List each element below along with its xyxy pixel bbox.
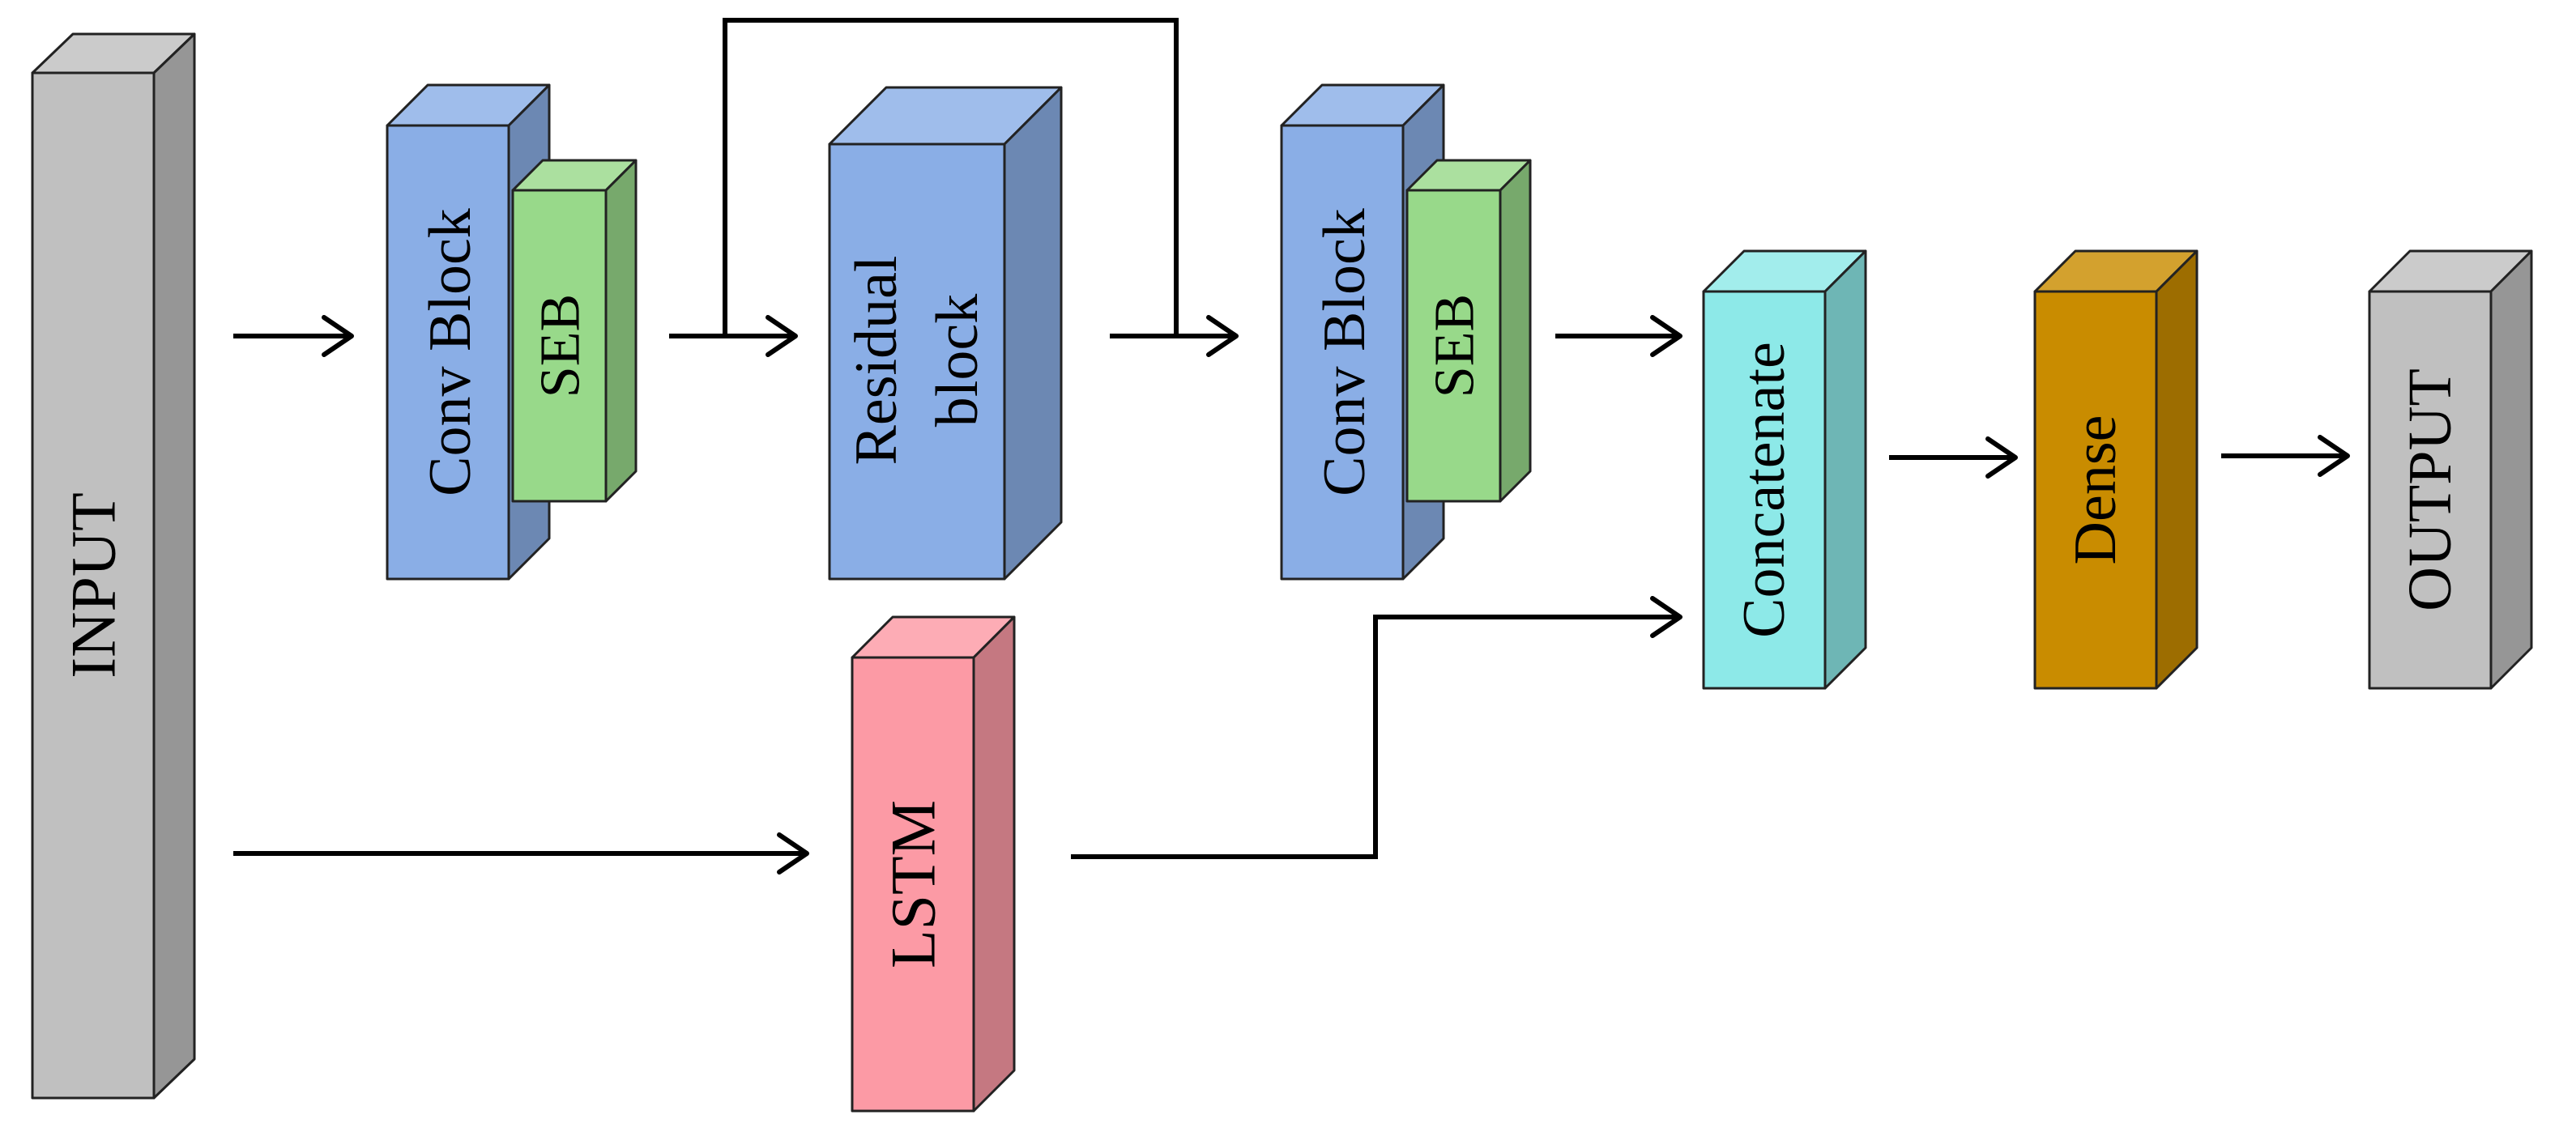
residual-block-front: [828, 143, 1006, 581]
residual-block-side: [1003, 86, 1063, 581]
output-block-side: [2489, 249, 2533, 690]
dense-label: Dense: [2062, 415, 2129, 565]
concatenate-block: Concatenate: [1702, 249, 1867, 690]
seb-block-2-label: SEB: [1424, 294, 1486, 398]
arrow-dense-to-output: [2221, 435, 2350, 477]
input-block: INPUT: [31, 32, 196, 1100]
arrow-conv1-to-residual: [669, 315, 798, 357]
dense-block-side: [2155, 249, 2199, 690]
residual-block: Residual block: [828, 86, 1063, 581]
arrow-residual-to-conv2: [1110, 315, 1239, 357]
conv-block-1-front: [386, 124, 510, 581]
conv-block-2-front: [1280, 124, 1405, 581]
arrow-conv2-to-concat: [1555, 315, 1683, 357]
output-block: OUTPUT: [2368, 249, 2533, 690]
input-block-side: [152, 32, 196, 1100]
arrow-input-to-lstm: [233, 832, 809, 875]
conv-block-2-label: Conv Block: [1311, 208, 1378, 496]
seb-block-2: SEB: [1405, 159, 1532, 503]
concatenate-block-side: [1823, 249, 1867, 690]
dense-block-front: [2033, 290, 2158, 690]
arrow-lstm-to-concat: [1071, 596, 1683, 859]
output-label: OUTPUT: [2396, 368, 2464, 611]
concatenate-block-front: [1702, 290, 1827, 690]
seb-block-2-side: [1499, 159, 1532, 503]
dense-block: Dense: [2033, 249, 2199, 690]
output-block-front: [2368, 290, 2493, 690]
concatenate-label: Concatenate: [1731, 342, 1798, 638]
residual-block-label-line1: Residual: [843, 256, 910, 466]
lstm-label: LSTM: [878, 800, 949, 968]
seb-block-1-front: [511, 189, 608, 503]
input-block-front: [31, 71, 156, 1100]
lstm-block-side: [972, 615, 1016, 1113]
arrow-concat-to-dense: [1889, 436, 2018, 479]
input-label: INPUT: [58, 492, 129, 679]
residual-block-label-line2: block: [924, 294, 991, 427]
arrow-input-to-conv1: [233, 315, 354, 357]
skip-connection-arrow: [723, 18, 1179, 336]
seb-block-1: SEB: [511, 159, 638, 503]
seb-block-1-label: SEB: [530, 294, 592, 398]
lstm-block: LSTM: [851, 615, 1016, 1113]
conv-block-1-label: Conv Block: [417, 208, 484, 496]
connectors: [233, 18, 2350, 875]
seb-block-1-side: [604, 159, 638, 503]
seb-block-2-front: [1405, 189, 1502, 503]
lstm-block-front: [851, 656, 975, 1113]
